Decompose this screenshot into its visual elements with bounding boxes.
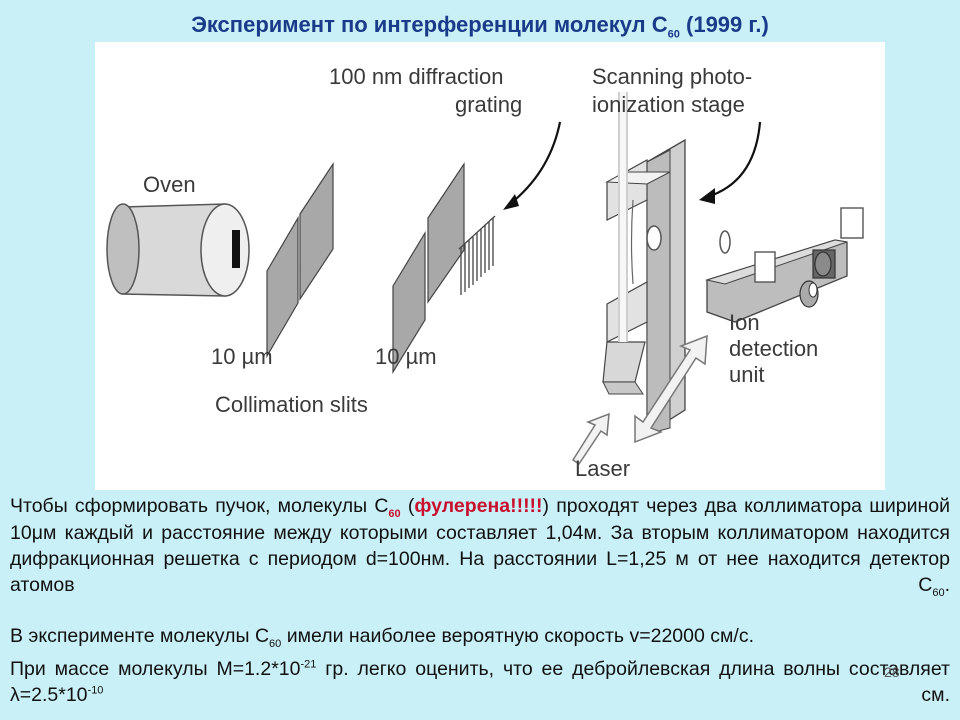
collimation-slits-label: Collimation slits — [215, 392, 368, 417]
paragraph-velocity: В эксперименте молекулы С60 имели наибол… — [10, 625, 755, 650]
paragraph-collimators: Чтобы сформировать пучок, молекулы С60 (… — [10, 495, 950, 599]
diffraction-grating-icon — [458, 215, 496, 295]
grating-pointer-arrow — [509, 121, 562, 205]
ion-label-line1: Ion — [729, 310, 760, 335]
collimation-slit-2 — [392, 162, 465, 375]
ion-label-line3: unit — [729, 362, 764, 387]
arrowhead-icon-2 — [699, 188, 715, 204]
fullerene-highlight: фулерена!!!!! — [414, 495, 543, 517]
stage-pointer-arrow — [706, 121, 762, 199]
laser-label: Laser — [575, 456, 630, 481]
stage-label-line1: Scanning photo- — [592, 64, 752, 89]
ion-detection-unit-icon — [705, 207, 864, 323]
slit-1-width-label: 10 µm — [211, 344, 273, 369]
slit-2-width-label: 10 µm — [375, 344, 437, 369]
oven-label: Oven — [143, 172, 196, 197]
scanning-stage-icon — [602, 92, 686, 436]
ion-label-line2: detection — [729, 336, 818, 361]
paragraph-wavelength: При массе молекулы М=1.2*10-21 гр. легко… — [10, 658, 950, 706]
collimation-slit-1 — [266, 162, 334, 359]
oven-icon — [106, 203, 250, 297]
grating-label-line1: 100 nm diffraction — [329, 64, 503, 89]
title-subscript: 60 — [667, 28, 680, 41]
scan-direction-arrow-icon — [634, 334, 708, 444]
page-number: 28 — [884, 664, 900, 680]
laser-arrow-icon — [571, 412, 610, 466]
slide-title: Эксперимент по интерференции молекул С60… — [191, 12, 769, 41]
experiment-diagram: 100 nm diffraction grating Scanning phot… — [95, 42, 885, 490]
stage-label-line2: ionization stage — [592, 92, 745, 117]
grating-label-line2: grating — [455, 92, 522, 117]
arrowhead-icon — [503, 194, 519, 210]
